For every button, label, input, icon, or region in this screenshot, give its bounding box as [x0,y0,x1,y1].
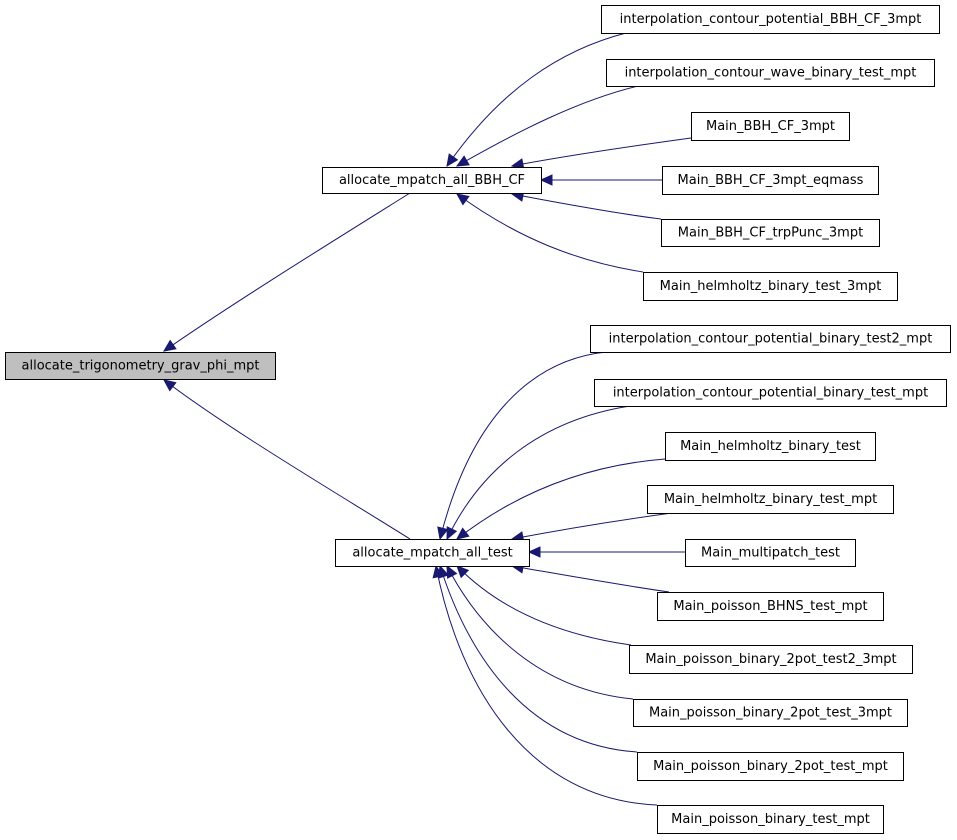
node-box [662,166,879,195]
node-label: Main_helmholtz_binary_test [680,439,861,454]
node-m8[interactable]: Main_poisson_binary_2pot_test_3mpt [633,699,908,727]
node-box [322,167,542,194]
node-label: allocate_trigonometry_grav_phi_mpt [22,359,260,374]
node-box [590,325,951,353]
edge-m4-to-test [511,512,673,540]
node-n2[interactable]: interpolation_contour_wave_binary_test_m… [606,59,935,87]
node-label: Main_helmholtz_binary_test_3mpt [660,279,882,294]
arrowhead-m3-to-test [456,527,470,540]
node-label: Main_multipatch_test [701,546,840,561]
node-m7[interactable]: Main_poisson_binary_2pot_test2_3mpt [629,645,913,674]
nodes: allocate_trigonometry_grav_phi_mptalloca… [5,5,951,834]
arrowhead-m7-to-test [456,565,470,579]
node-label: Main_BBH_CF_3mpt_eqmass [678,173,864,188]
edge-m9-to-test [439,565,638,753]
node-box [691,112,850,141]
edge-m8-to-test [446,565,634,700]
edge-m7-to-test [456,565,632,646]
node-box [643,272,898,301]
node-box [335,539,530,567]
node-m2[interactable]: interpolation_contour_potential_binary_t… [594,379,947,407]
node-n3[interactable]: Main_BBH_CF_3mpt [691,112,850,141]
node-label: Main_poisson_BHNS_test_mpt [673,599,867,614]
node-box [633,699,908,727]
node-box [665,432,876,461]
node-box [606,59,935,87]
node-label: Main_poisson_binary_test_mpt [671,812,870,827]
arrowhead-bbh-to-root [163,339,177,352]
node-box [629,645,913,674]
edge-m6-to-test [511,565,670,593]
edge-m2-to-test [446,405,631,540]
node-label: interpolation_contour_wave_binary_test_m… [625,66,917,81]
node-n1[interactable]: interpolation_contour_potential_BBH_CF_3… [601,5,940,34]
node-label: Main_poisson_binary_2pot_test_3mpt [649,706,892,721]
node-box [657,805,884,834]
node-test[interactable]: allocate_mpatch_all_test [335,539,530,567]
arrowhead-test-to-root [163,379,177,392]
node-box [657,592,884,621]
arrowhead-n1-to-bbh [446,153,459,167]
edge-n3-to-bbh [511,137,692,167]
edge-n1-to-bbh [446,32,627,167]
arrowhead-m1-to-test [437,526,449,541]
edge-n2-to-bbh [456,85,639,167]
node-label: Main_helmholtz_binary_test_mpt [664,492,877,507]
node-n6[interactable]: Main_helmholtz_binary_test_3mpt [643,272,898,301]
node-label: allocate_mpatch_all_test [352,546,512,561]
edge-m10-to-test [435,565,658,806]
node-label: Main_poisson_binary_2pot_test_mpt [653,759,888,774]
node-box [5,352,276,380]
node-box [594,379,947,407]
node-label: Main_poisson_binary_2pot_test2_3mpt [645,652,896,667]
node-label: allocate_mpatch_all_BBH_CF [339,173,525,188]
node-bbh[interactable]: allocate_mpatch_all_BBH_CF [322,167,542,194]
arrowhead-m2-to-test [446,526,458,541]
edge-n5-to-bbh [511,193,662,220]
node-m6[interactable]: Main_poisson_BHNS_test_mpt [657,592,884,621]
node-label: interpolation_contour_potential_BBH_CF_3… [620,12,922,27]
node-m1[interactable]: interpolation_contour_potential_binary_t… [590,325,951,353]
node-label: interpolation_contour_potential_binary_t… [609,332,933,347]
edge-m1-to-test [439,351,607,540]
edge-test-to-root [163,379,411,540]
node-box [601,5,940,34]
edges [163,32,692,806]
node-box [685,539,856,567]
node-m3[interactable]: Main_helmholtz_binary_test [665,432,876,461]
node-m10[interactable]: Main_poisson_binary_test_mpt [657,805,884,834]
node-box [637,752,904,781]
edge-bbh-to-root [163,192,411,352]
node-box [661,219,880,247]
node-m4[interactable]: Main_helmholtz_binary_test_mpt [647,485,894,514]
node-root[interactable]: allocate_trigonometry_grav_phi_mpt [5,352,276,380]
arrowhead-n4-to-bbh [539,174,553,186]
node-label: Main_BBH_CF_3mpt [706,119,835,134]
edge-m3-to-test [456,458,666,540]
arrowhead-n2-to-bbh [455,155,470,167]
node-m9[interactable]: Main_poisson_binary_2pot_test_mpt [637,752,904,781]
node-n4[interactable]: Main_BBH_CF_3mpt_eqmass [662,166,879,195]
arrowhead-m10-to-test [432,564,444,579]
node-label: Main_BBH_CF_trpPunc_3mpt [678,226,863,241]
arrowhead-n6-to-bbh [456,193,470,206]
arrowhead-m5-to-test [527,546,541,558]
node-n5[interactable]: Main_BBH_CF_trpPunc_3mpt [661,219,880,247]
node-box [647,485,894,514]
edge-n6-to-bbh [456,193,644,273]
arrowhead-m8-to-test [446,564,458,579]
node-m5[interactable]: Main_multipatch_test [685,539,856,567]
node-label: interpolation_contour_potential_binary_t… [613,386,928,401]
